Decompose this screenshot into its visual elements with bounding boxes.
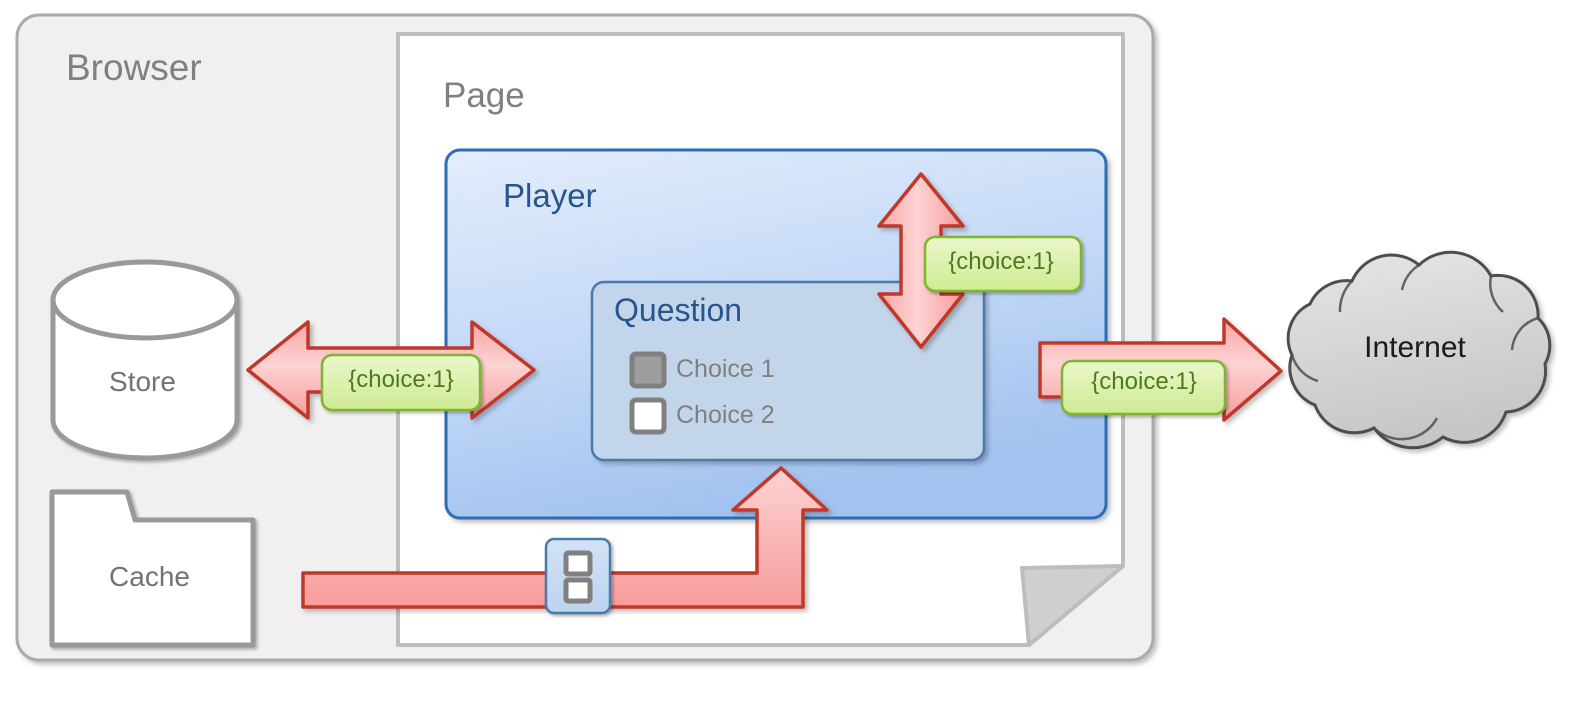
form-template-icon[interactable] bbox=[544, 537, 612, 615]
tag-player-text: {choice:1} bbox=[948, 248, 1054, 275]
tag-internet-text: {choice:1} bbox=[1091, 368, 1197, 395]
cloud-detail-1 bbox=[1338, 280, 1353, 313]
cloud-detail-4 bbox=[1510, 316, 1539, 351]
tag-player-choice bbox=[923, 235, 1083, 293]
choice-label-2[interactable]: Choice 2 bbox=[676, 401, 775, 429]
checkbox-unchecked-icon[interactable] bbox=[629, 397, 667, 435]
tag-internet-choice bbox=[1060, 359, 1227, 416]
cylinder-body bbox=[50, 297, 240, 461]
tag-player-bg bbox=[923, 235, 1083, 293]
choice-label-1[interactable]: Choice 1 bbox=[676, 355, 775, 383]
arrow-player-question bbox=[877, 172, 965, 349]
template-icon-field-1 bbox=[563, 550, 593, 577]
tag-store-text: {choice:1} bbox=[348, 366, 454, 393]
question-box bbox=[590, 280, 986, 462]
cloud-detail-5 bbox=[1290, 354, 1319, 383]
folder-icon bbox=[49, 489, 256, 648]
double-arrow-vertical bbox=[877, 172, 965, 349]
tag-store-bg bbox=[320, 353, 482, 412]
choice-checkbox-2[interactable] bbox=[629, 397, 667, 435]
checkbox-checked-icon[interactable] bbox=[629, 351, 667, 389]
tag-internet-bg bbox=[1060, 359, 1227, 416]
cache-shape bbox=[49, 489, 256, 648]
store-shape bbox=[50, 259, 240, 461]
template-icon-field-2 bbox=[563, 577, 593, 604]
page-fold-corner bbox=[1020, 564, 1125, 647]
cloud-detail-2 bbox=[1400, 263, 1420, 291]
cloud-detail-3 bbox=[1489, 275, 1504, 313]
internet-cloud bbox=[1286, 250, 1552, 450]
cloud-detail-6 bbox=[1373, 417, 1439, 441]
choice-checkbox-1[interactable] bbox=[629, 351, 667, 389]
cylinder-top bbox=[50, 259, 240, 341]
question-container bbox=[590, 280, 986, 462]
tag-store-choice bbox=[320, 353, 482, 412]
cloud-icon bbox=[1286, 250, 1552, 450]
